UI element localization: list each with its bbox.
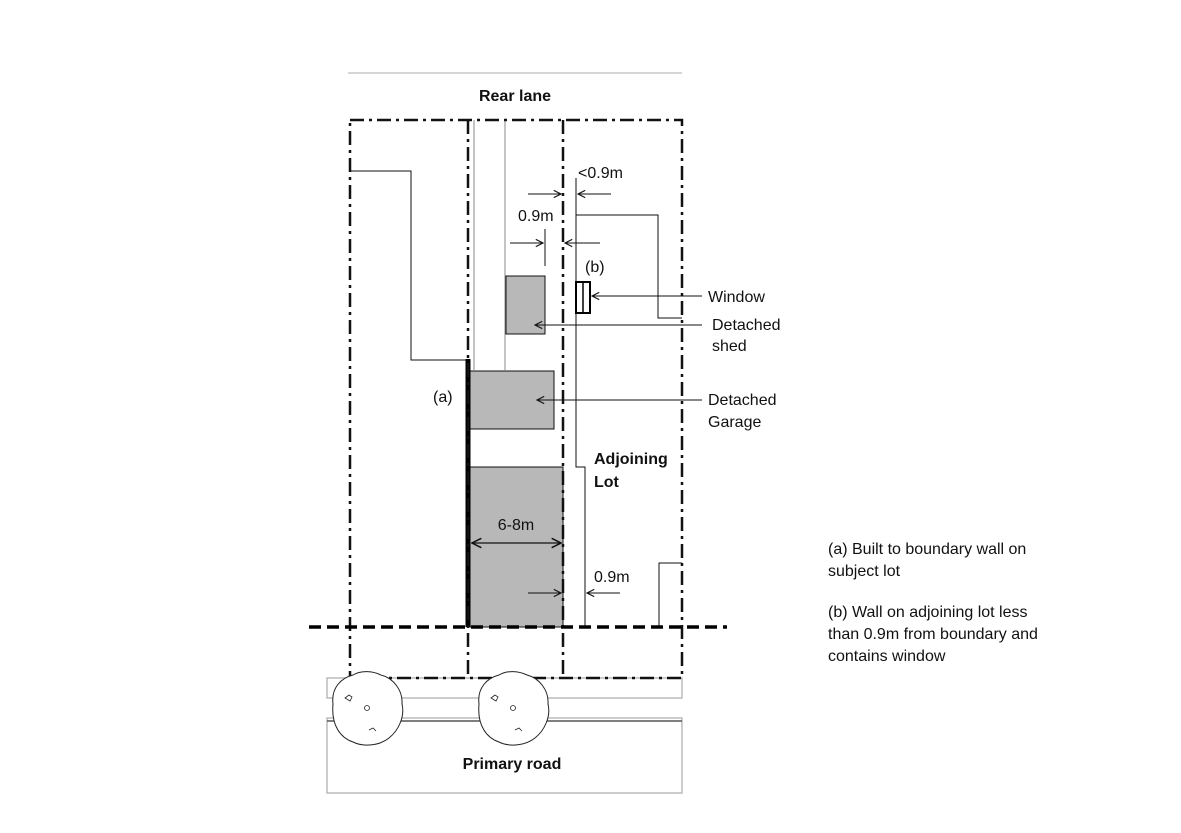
tree-icon: [478, 671, 550, 746]
legend-a-line1: (a) Built to boundary wall on: [828, 541, 1026, 558]
callout-shed-label-2: shed: [712, 338, 747, 355]
callout-shed-label-1: Detached: [712, 317, 781, 334]
adjoining-lot-front-outline: [658, 562, 682, 627]
legend-a-line2: subject lot: [828, 563, 901, 580]
dim-less-than-09-label: <0.9m: [578, 165, 623, 182]
marker-a: (a): [433, 389, 453, 406]
callout-window-label: Window: [708, 289, 765, 306]
legend-b-line3: contains window: [828, 648, 946, 665]
primary-road-label: Primary road: [463, 756, 562, 773]
legend-b-line2: than 0.9m from boundary and: [828, 626, 1038, 643]
callout-garage-label-1: Detached: [708, 392, 777, 409]
legend-b-line1: (b) Wall on adjoining lot less: [828, 604, 1028, 621]
adjoining-lot-building-outline: [575, 178, 682, 319]
callout-garage-label-2: Garage: [708, 414, 761, 431]
adjoining-lot-label-2: Lot: [594, 474, 620, 491]
adjoining-lot-label-1: Adjoining: [594, 451, 668, 468]
dim-09-bottom-label: 0.9m: [594, 569, 630, 586]
adjoining-lot-wall-line: [575, 215, 586, 627]
dim-09-top-label: 0.9m: [518, 208, 554, 225]
left-lot-house-outline: [350, 170, 468, 361]
rear-lane-label: Rear lane: [479, 88, 551, 105]
tree-icon: [332, 671, 404, 746]
marker-b: (b): [585, 259, 605, 276]
main-building: [469, 466, 564, 628]
dim-6-8-label: 6-8m: [498, 517, 534, 534]
legend-notes: (a) Built to boundary wall on subject lo…: [828, 541, 1038, 665]
